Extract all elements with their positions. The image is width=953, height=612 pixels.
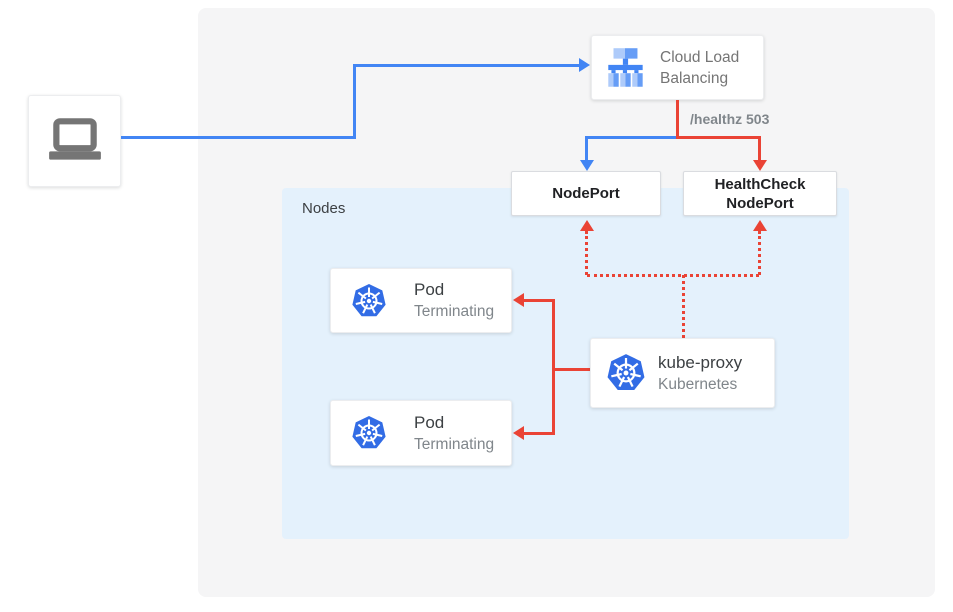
edge-to-healthcheck-v — [758, 136, 761, 161]
cloud-load-balancing-label: Cloud Load Balancing — [660, 48, 740, 87]
kube-proxy-subtitle: Kubernetes — [658, 375, 738, 393]
arrow-into-nodeport — [580, 160, 594, 171]
arrow-up-healthcheck — [753, 220, 767, 231]
edge-kubeproxy-to-nodeport — [585, 231, 588, 275]
kubernetes-icon — [607, 354, 645, 390]
edge-to-pod1 — [524, 299, 554, 302]
client-card — [28, 95, 121, 187]
pod1-title: Pod — [414, 280, 445, 299]
arrow-into-pod2 — [513, 426, 524, 440]
cloud-load-balancing-card: Cloud Load Balancing — [591, 35, 764, 100]
edge-to-pod2 — [524, 432, 554, 435]
pod2-status: Terminating — [414, 435, 495, 453]
edge-clb-drop — [676, 100, 679, 139]
arrow-into-healthcheck — [753, 160, 767, 171]
edge-kubeproxy-to-healthcheck — [758, 231, 761, 275]
nodeport-box: NodePort — [511, 171, 661, 216]
edge-kubeproxy-up — [682, 275, 685, 338]
edge-kubeproxy-split — [587, 274, 759, 277]
kubernetes-icon — [352, 416, 386, 449]
edge-client-to-clb — [353, 64, 579, 67]
kubernetes-icon — [352, 283, 386, 316]
edge-client-h — [121, 136, 356, 139]
pod-card-1: Pod Terminating — [330, 268, 512, 333]
edge-to-nodeport-h — [585, 136, 679, 139]
pod2-title: Pod — [414, 412, 445, 432]
edge-kubeproxy-left — [552, 368, 590, 371]
laptop-icon — [48, 118, 101, 160]
edge-to-nodeport-v — [585, 136, 588, 161]
kube-proxy-title: kube-proxy — [658, 352, 743, 372]
edge-pods-trunk — [552, 299, 555, 435]
nodeport-label: NodePort — [552, 185, 620, 202]
pod1-status: Terminating — [414, 303, 495, 320]
arrow-up-nodeport — [580, 220, 594, 231]
healthcheck-nodeport-box: HealthCheck NodePort — [683, 171, 837, 216]
arrow-into-pod1 — [513, 293, 524, 307]
pod-card-2: Pod Terminating — [330, 400, 512, 466]
kube-proxy-card: kube-proxy Kubernetes — [590, 338, 775, 408]
healthz-503-label: /healthz 503 — [690, 111, 770, 127]
nodes-panel-label: Nodes — [302, 200, 346, 217]
edge-to-healthcheck-h — [676, 136, 761, 139]
edge-client-v — [353, 64, 356, 139]
arrow-into-clb — [579, 58, 590, 72]
healthcheck-nodeport-label: HealthCheck NodePort — [714, 175, 806, 212]
cloud-load-balancing-icon — [608, 47, 643, 87]
